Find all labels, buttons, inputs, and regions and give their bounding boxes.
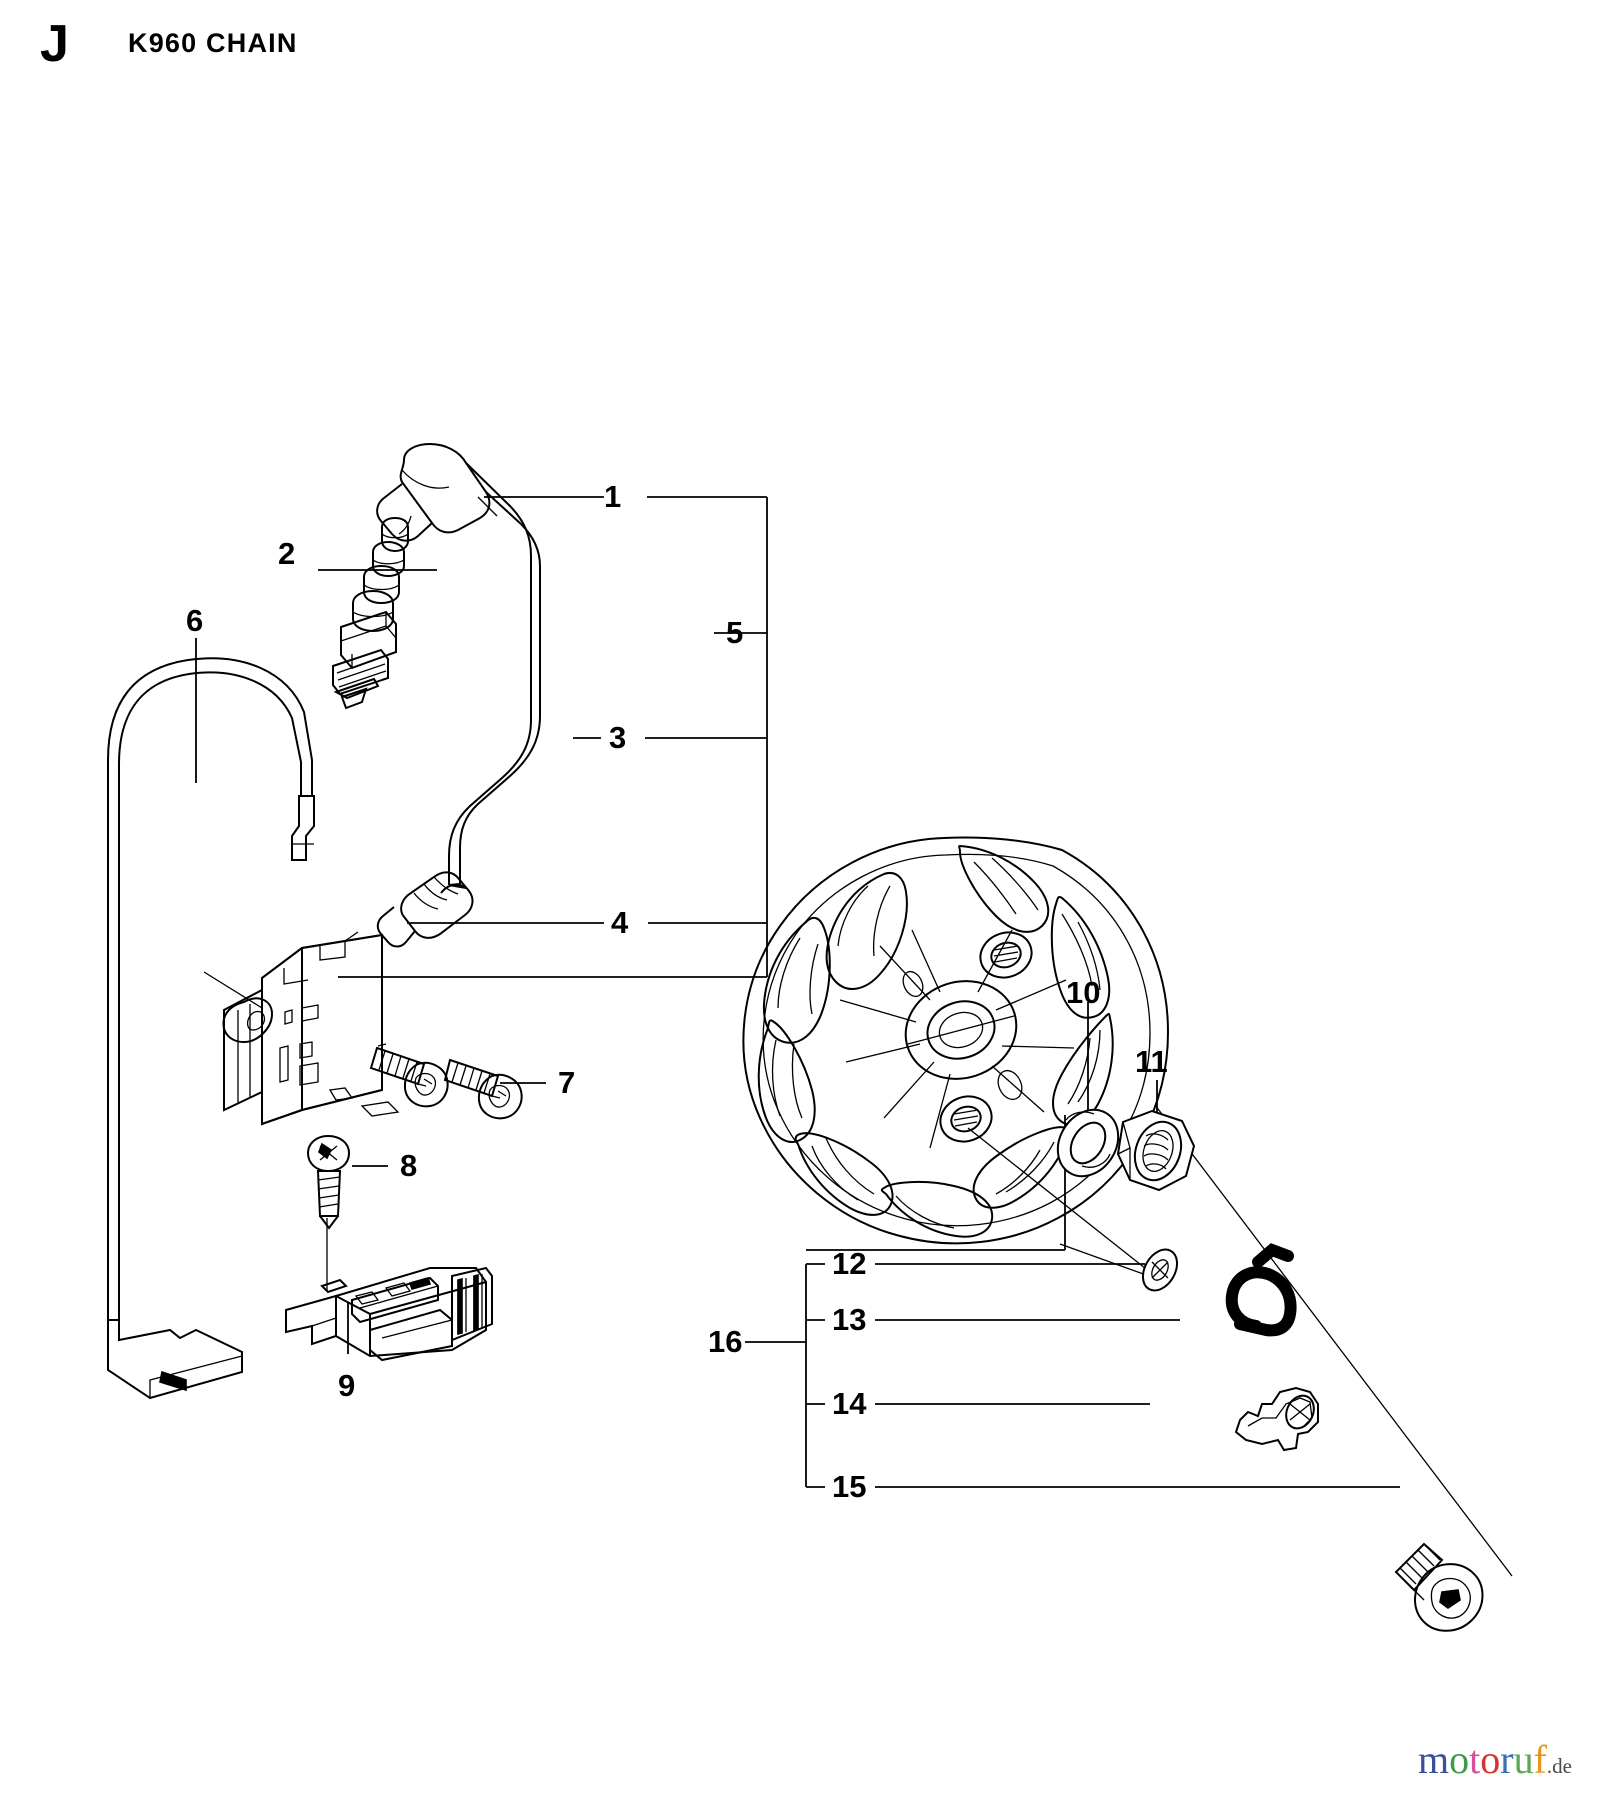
watermark-letter: u	[1513, 1737, 1534, 1782]
spark-plug-drawing	[332, 516, 409, 710]
leader-lines	[195, 496, 1400, 1488]
spark-plug-boot-drawing	[376, 442, 541, 885]
watermark-letter: t	[1469, 1737, 1481, 1782]
callout-6: 6	[186, 603, 204, 638]
callout-4: 4	[611, 905, 629, 940]
stop-switch-screw-drawing	[306, 1134, 351, 1230]
page-title: K960 CHAIN	[128, 28, 298, 58]
section-letter: J	[40, 15, 69, 73]
flywheel-washer-drawing	[1056, 1108, 1120, 1178]
watermark-letter: o	[1480, 1737, 1501, 1782]
watermark-letter: m	[1418, 1737, 1450, 1782]
callout-3: 3	[609, 720, 627, 755]
callout-7: 7	[558, 1065, 576, 1100]
watermark-suffix: .de	[1546, 1754, 1572, 1778]
pawl-screw-drawing	[1394, 1542, 1484, 1632]
watermark-motoruf: motoruf.de	[1418, 1738, 1572, 1788]
callout-10: 10	[1066, 975, 1101, 1010]
flywheel-drawing	[742, 836, 1170, 1245]
flywheel-hex-nut-drawing	[1116, 1109, 1196, 1192]
callout-8: 8	[400, 1148, 418, 1183]
stop-switch-wire-drawing	[107, 657, 315, 1400]
watermark-letters: motoruf	[1418, 1737, 1547, 1782]
starter-pawl-drawing	[1234, 1386, 1319, 1452]
callout-14: 14	[832, 1386, 867, 1421]
watermark-letter: r	[1500, 1737, 1514, 1782]
pawl-spring-drawing	[1225, 1243, 1297, 1337]
callout-12: 12	[832, 1246, 867, 1281]
ignition-module-drawing	[203, 931, 400, 1126]
callout-1: 1	[604, 479, 622, 514]
callout-2: 2	[278, 536, 296, 571]
callout-11: 11	[1135, 1044, 1168, 1079]
stop-switch-drawing	[285, 1266, 493, 1362]
callout-5: 5	[726, 615, 744, 650]
pawl-washer-drawing	[1141, 1248, 1179, 1292]
callout-13: 13	[832, 1302, 867, 1337]
callout-15: 15	[832, 1469, 867, 1504]
watermark-letter: f	[1533, 1737, 1547, 1782]
callout-16: 16	[708, 1324, 743, 1359]
page-header: J K960 CHAIN	[0, 0, 1597, 110]
lead-connector-grommet-drawing	[376, 871, 474, 948]
watermark-letter: o	[1449, 1737, 1470, 1782]
callout-9: 9	[338, 1368, 356, 1403]
assembly-axis-line	[967, 1104, 1513, 1577]
ignition-module-screws-drawing	[369, 1046, 523, 1120]
